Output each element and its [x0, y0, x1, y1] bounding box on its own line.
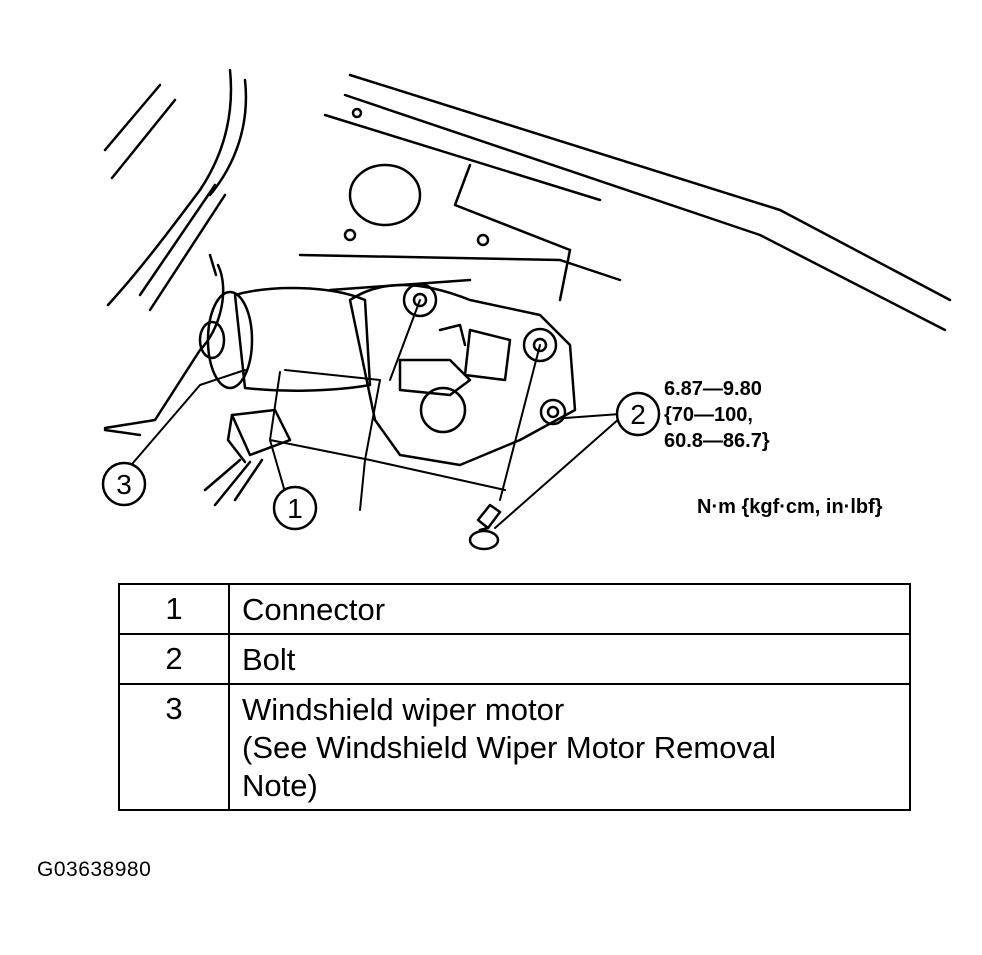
- connector-part: [203, 408, 292, 507]
- svg-text:3: 3: [116, 469, 132, 500]
- wiper-motor: [198, 282, 577, 467]
- torque-line-1: 6.87—9.80: [664, 378, 762, 400]
- part-number: 2: [118, 633, 230, 685]
- table-row: 3 Windshield wiper motor (See Windshield…: [118, 683, 911, 811]
- table-row: 2 Bolt: [118, 633, 911, 685]
- torque-line-3: 60.8—86.7}: [664, 430, 770, 452]
- part-description-line: Connector: [242, 592, 386, 627]
- callout-3: 3: [101, 461, 147, 507]
- part-description-line: Note): [242, 768, 318, 803]
- part-description-line: Windshield wiper motor: [242, 692, 565, 727]
- torque-spec: 6.87—9.80 {70—100, 60.8—86.7}: [664, 376, 770, 454]
- wiper-motor-illustration: 1 2 3: [101, 68, 952, 551]
- part-description: Bolt: [228, 633, 911, 685]
- leader-lines: [119, 299, 621, 529]
- part-description-line: Bolt: [242, 642, 296, 677]
- part-description: Connector: [228, 583, 911, 635]
- cowl-panel: [298, 73, 952, 332]
- figure-code: G03638980: [37, 858, 152, 881]
- svg-text:1: 1: [287, 493, 303, 524]
- table-row: 1 Connector: [118, 583, 911, 635]
- bolt-part: [468, 503, 502, 551]
- parts-table: 1 Connector 2 Bolt 3 Windshield wiper mo…: [118, 583, 911, 811]
- svg-text:2: 2: [630, 399, 646, 430]
- torque-units: N·m {kgf·cm, in·lbf}: [697, 496, 883, 518]
- part-number: 3: [118, 683, 230, 811]
- part-number: 1: [118, 583, 230, 635]
- callout-2: 2: [615, 391, 661, 437]
- torque-line-2: {70—100,: [664, 404, 753, 426]
- callout-1: 1: [272, 485, 318, 531]
- part-description-line: (See Windshield Wiper Motor Removal: [242, 730, 777, 765]
- fender-panel: [103, 68, 248, 437]
- part-description: Windshield wiper motor (See Windshield W…: [228, 683, 911, 811]
